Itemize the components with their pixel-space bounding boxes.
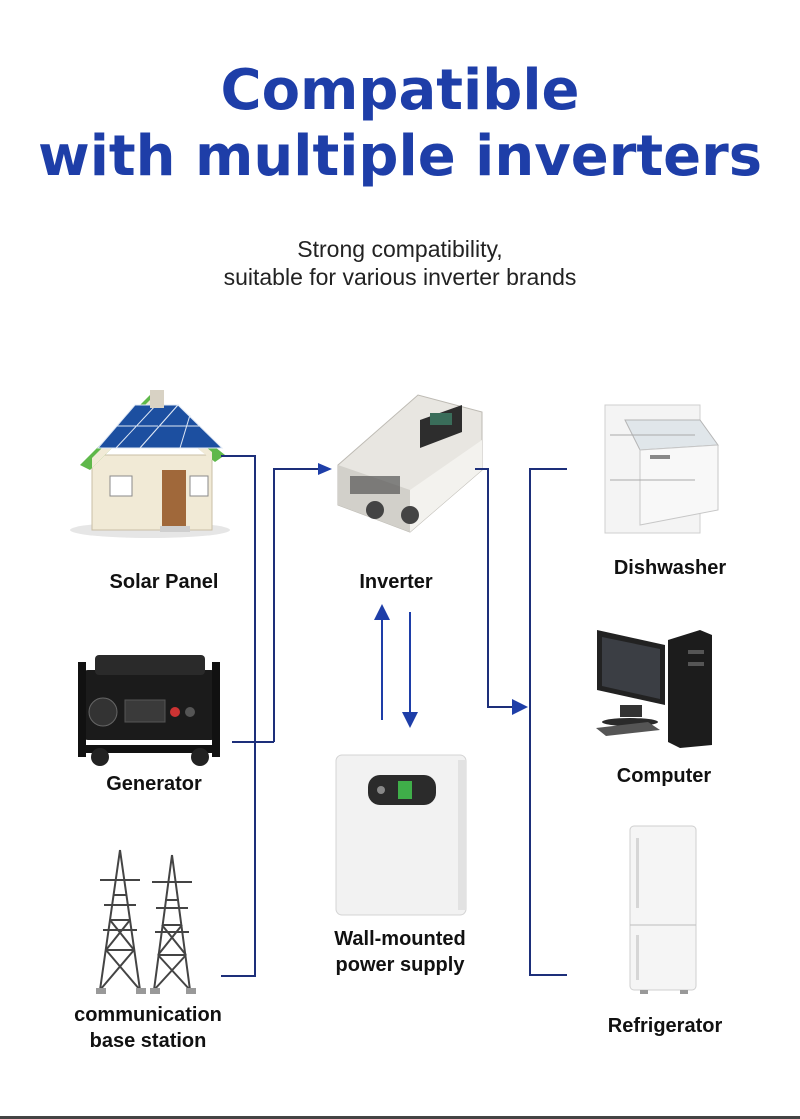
base-station-label-line2: base station — [89, 1030, 207, 1052]
generator-label: Generator — [106, 773, 202, 795]
computer-label: Computer — [616, 765, 712, 787]
inverter-input-arrow — [318, 463, 332, 475]
refrigerator-label: Refrigerator — [607, 1015, 723, 1037]
subtitle-line1: Strong compatibility, — [297, 236, 503, 262]
up-arrow-head — [374, 604, 390, 620]
down-arrow-head — [402, 712, 418, 728]
bidirectional-arrows — [381, 612, 411, 720]
solar-panel-label: Solar Panel — [109, 571, 219, 593]
subtitle-line2: suitable for various inverter brands — [223, 264, 577, 290]
base-station-label-line1: communication — [74, 1004, 222, 1026]
battery-label-line1: Wall-mounted — [334, 928, 466, 950]
transmission-tower-icon — [99, 849, 192, 991]
wall-battery-icon — [335, 754, 467, 916]
source-connectors — [221, 455, 328, 977]
page-title-line2: with multiple inverters — [37, 124, 763, 189]
dishwasher-icon — [604, 404, 719, 534]
tower-base-blocks — [96, 988, 196, 994]
battery-label-line2: power supply — [335, 954, 465, 976]
load-output-arrow — [512, 699, 528, 715]
bottom-divider — [0, 1116, 800, 1119]
computer-icon — [596, 630, 712, 748]
load-connectors — [475, 468, 567, 976]
solar-house-icon — [70, 390, 230, 538]
inverter-icon — [337, 394, 483, 533]
refrigerator-icon — [629, 825, 697, 994]
generator-icon — [78, 655, 220, 766]
dishwasher-label: Dishwasher — [613, 557, 727, 579]
page-title-line1: Compatible — [220, 58, 580, 123]
inverter-label: Inverter — [359, 571, 433, 593]
